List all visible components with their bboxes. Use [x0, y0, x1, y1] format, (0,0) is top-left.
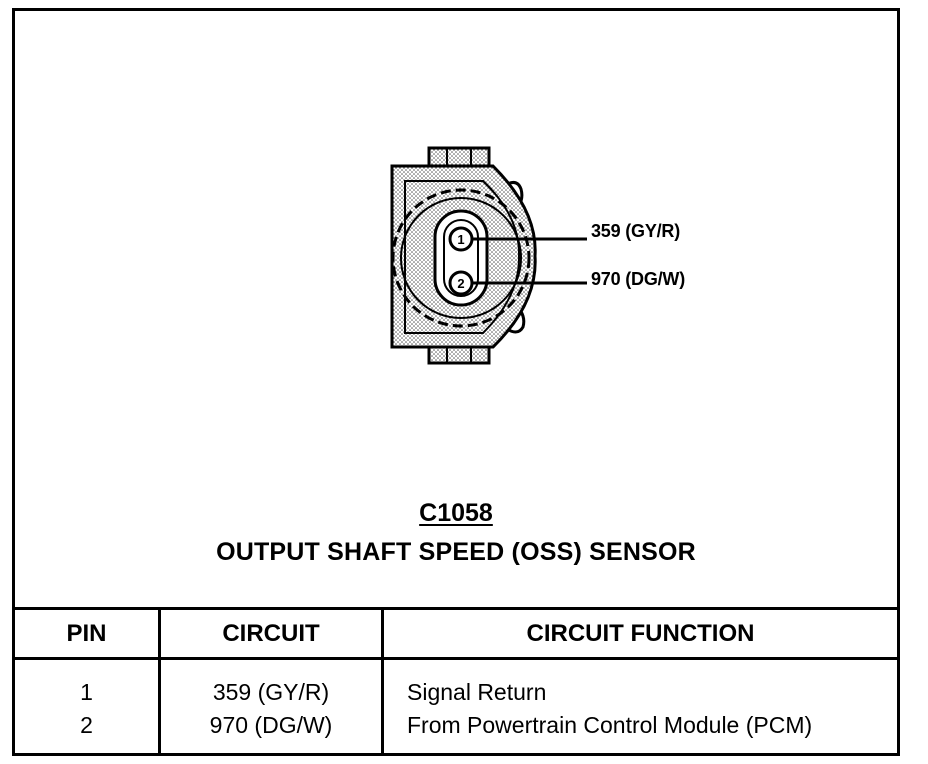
table-header: PIN CIRCUIT CIRCUIT FUNCTION [15, 610, 897, 660]
connector-id: C1058 [419, 499, 493, 527]
connector-name: OUTPUT SHAFT SPEED (OSS) SENSOR [216, 538, 696, 566]
seal-ring-inner [400, 197, 522, 319]
pin-1-terminal [448, 226, 474, 252]
pin-1-number: 1 [457, 232, 464, 247]
pin-table: PIN CIRCUIT CIRCUIT FUNCTION 1 359 (GY/R… [15, 607, 897, 756]
row-2-circuit: 970 (DG/W) [209, 712, 333, 738]
diagram-frame: 1 2 359 (GY/R) 970 (DG/W) C1058 OUTPUT S… [12, 8, 900, 756]
pin-2-number: 2 [457, 276, 464, 291]
pin-2-terminal [448, 270, 474, 296]
row-1-function: Signal Return [407, 679, 547, 705]
row-2-pin: 2 [80, 712, 93, 738]
row-1-circuit: 359 (GY/R) [212, 679, 330, 705]
connector-face-view: 1 2 [390, 146, 587, 365]
header-pin: PIN [66, 620, 107, 647]
header-circuit: CIRCUIT [222, 620, 320, 647]
header-circuit-function: CIRCUIT FUNCTION [526, 620, 755, 647]
terminal-cavity-inner [443, 219, 479, 297]
seal-ring [391, 188, 531, 328]
column-divider-1 [158, 610, 161, 756]
pin-1-wire-label: 359 (GY/R) [591, 221, 681, 241]
pin-2-wire-label: 970 (DG/W) [591, 269, 686, 289]
housing-inner-frame [404, 180, 521, 334]
row-2-function: From Powertrain Control Module (PCM) [407, 712, 813, 738]
connector-diagram: 1 2 359 (GY/R) 970 (DG/W) C1058 OUTPUT S… [15, 11, 897, 611]
column-divider-2 [381, 610, 384, 756]
row-1-pin: 1 [80, 679, 93, 705]
